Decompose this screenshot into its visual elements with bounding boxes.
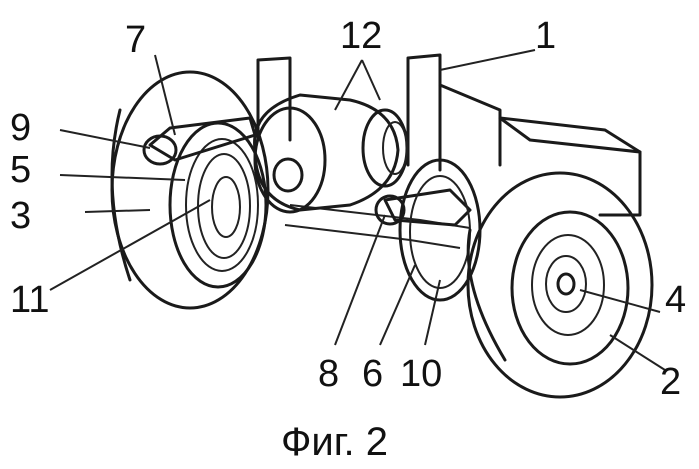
left-arm	[144, 118, 255, 164]
label-11: 11	[10, 279, 49, 321]
label-8: 8	[318, 353, 339, 395]
figure-caption: Фиг. 2	[281, 420, 388, 464]
label-3: 3	[10, 195, 31, 237]
motor-housing	[255, 95, 407, 212]
right-wheel	[468, 173, 652, 397]
label-9: 9	[10, 107, 31, 149]
part-labels: 7 12 1 9 5 3 11 4 8 6 10 2	[10, 15, 686, 403]
label-2: 2	[660, 361, 681, 403]
label-5: 5	[10, 149, 31, 191]
left-wheel	[112, 72, 268, 308]
label-1: 1	[535, 15, 556, 57]
label-7: 7	[125, 19, 146, 61]
label-4: 4	[665, 279, 686, 321]
label-6: 6	[362, 353, 383, 395]
label-12: 12	[340, 15, 382, 57]
chassis-frame	[258, 55, 640, 248]
label-10: 10	[400, 353, 442, 395]
